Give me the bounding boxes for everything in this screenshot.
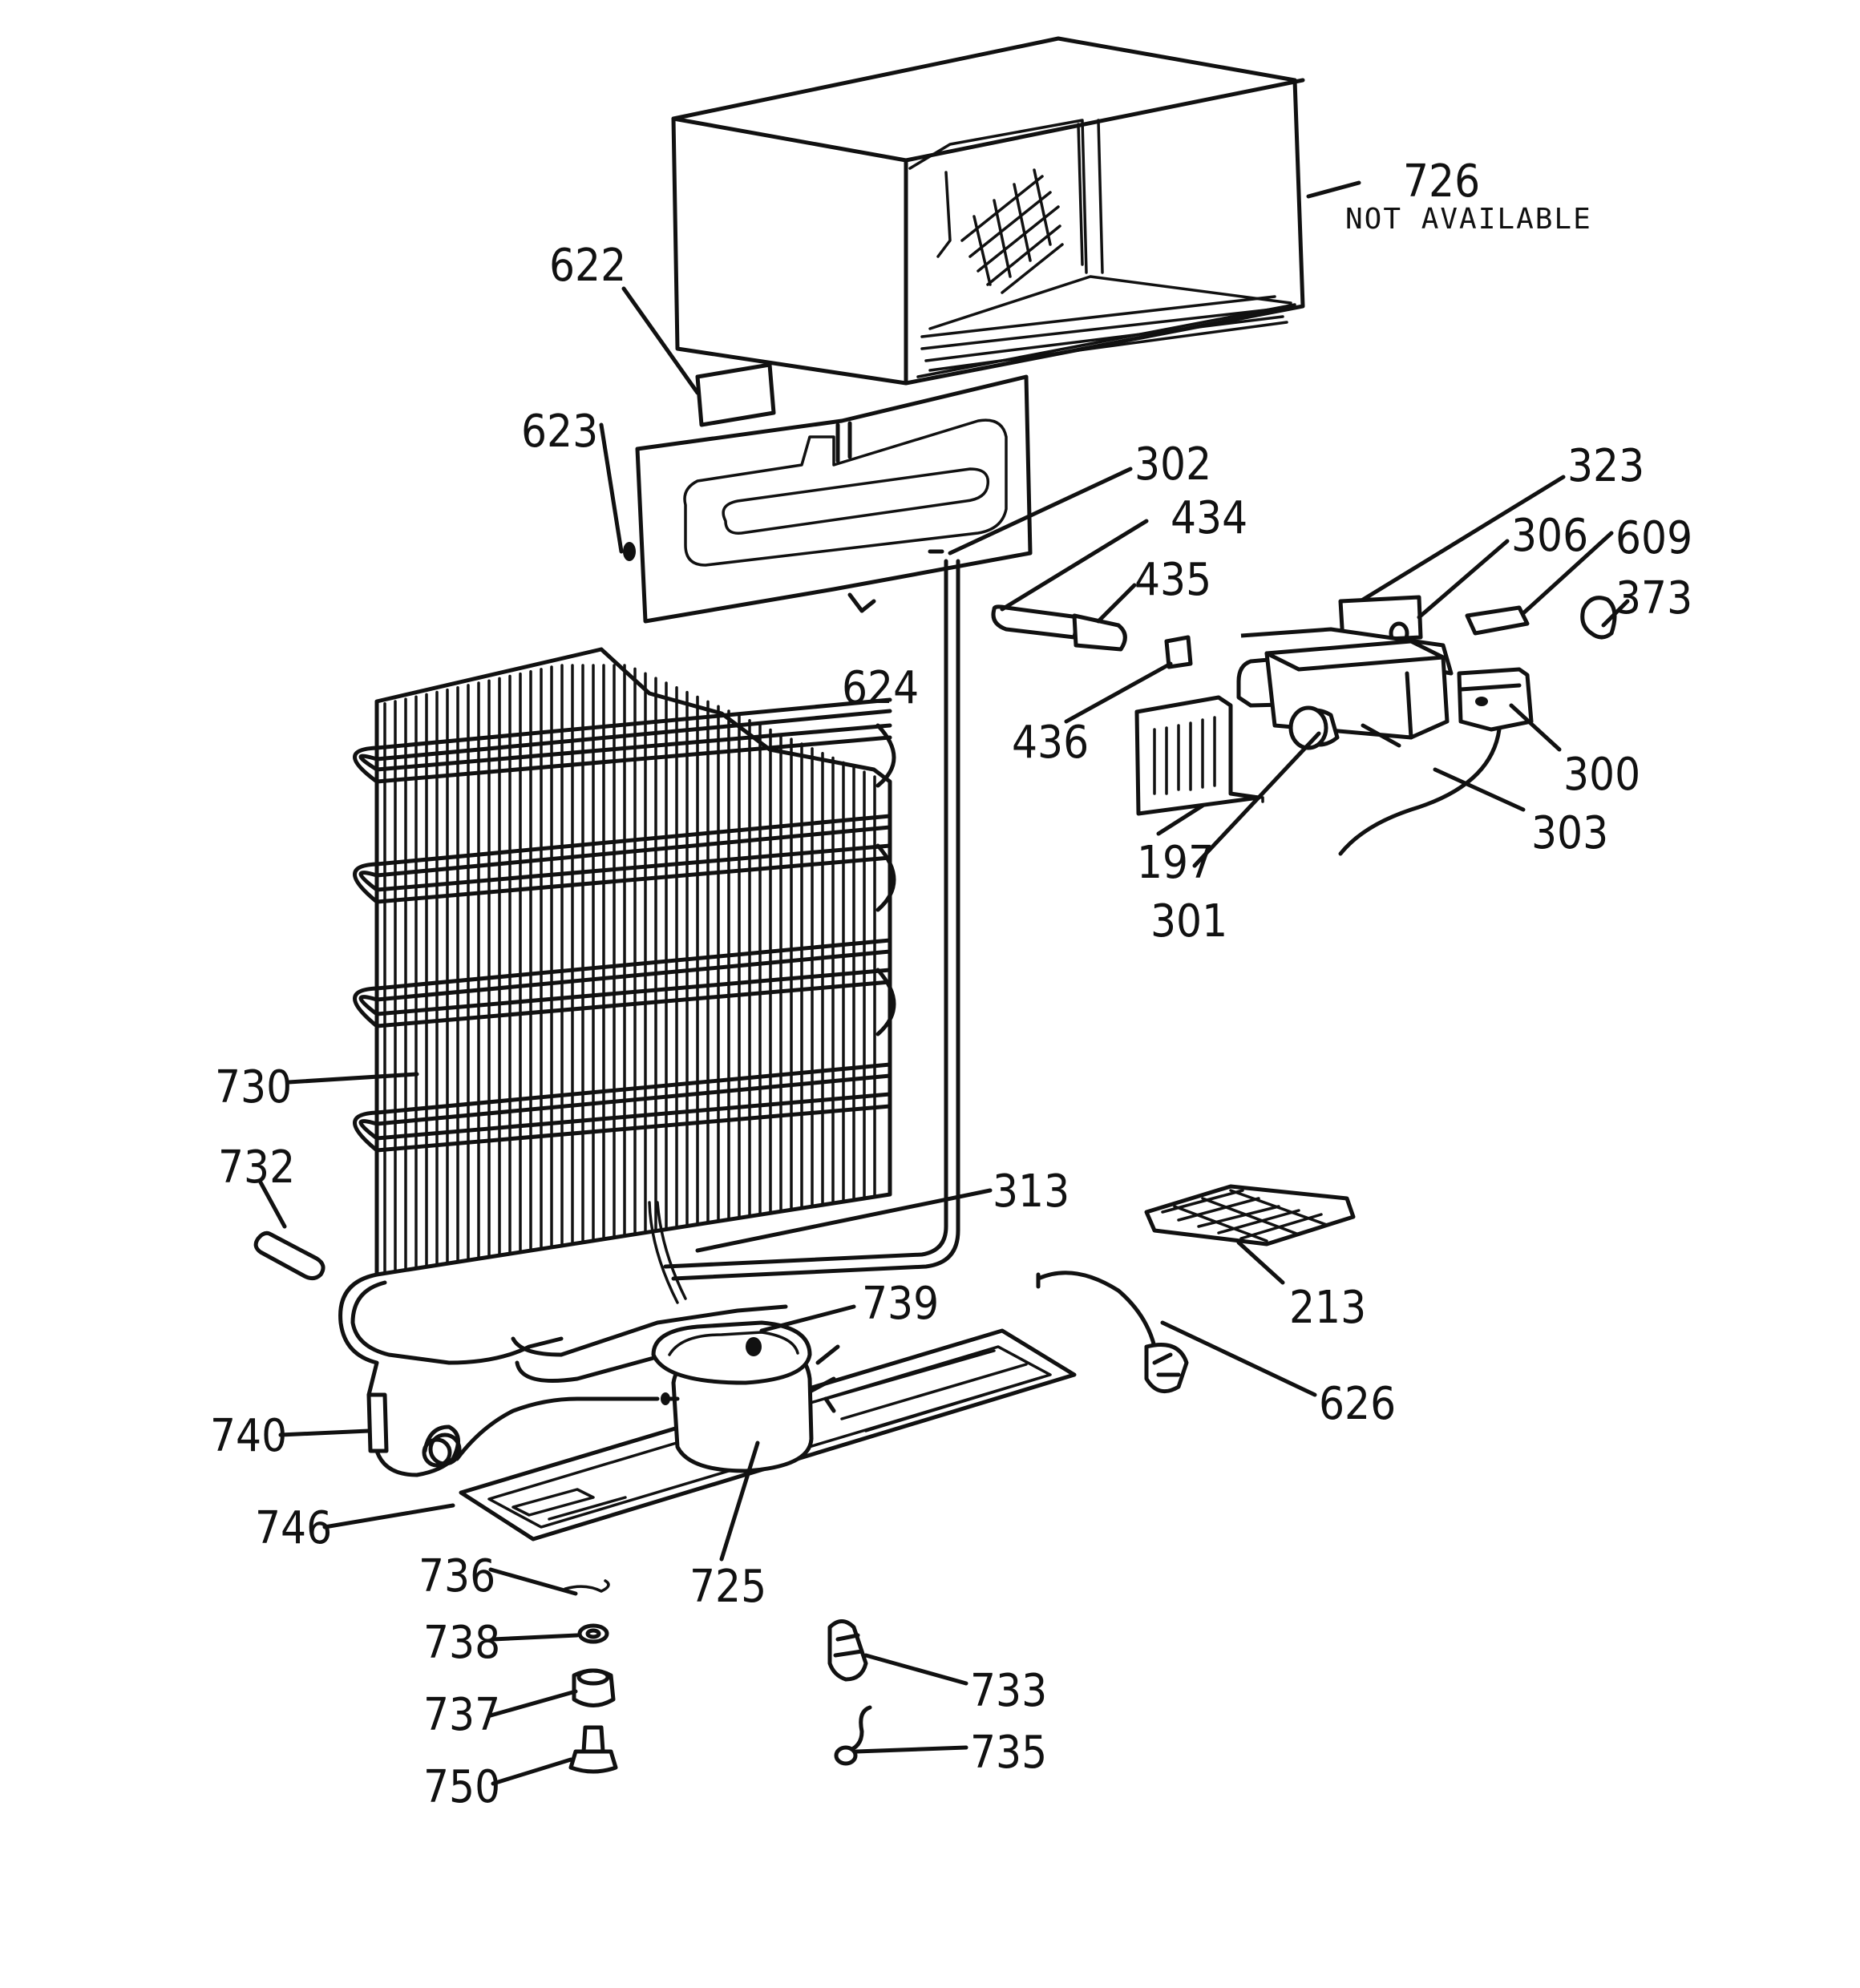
power-cord-drawing — [1036, 1271, 1189, 1394]
condenser-coil-bend — [875, 968, 896, 1036]
condenser-coil — [358, 825, 892, 892]
label-626: 626 — [1319, 1378, 1396, 1430]
label-624: 624 — [842, 662, 919, 714]
label-726: 726 — [1403, 156, 1480, 208]
label-373: 373 — [1615, 572, 1692, 624]
condenser-coil — [353, 697, 892, 784]
label-301: 301 — [1150, 895, 1227, 948]
label-609: 609 — [1615, 512, 1692, 564]
condenser-coil — [358, 949, 892, 1016]
condenser-coil — [353, 938, 892, 1028]
compressor-drawing — [651, 1320, 840, 1473]
label-730: 730 — [215, 1061, 292, 1113]
label-434: 434 — [1171, 492, 1247, 544]
label-733: 733 — [970, 1665, 1047, 1717]
label-750: 750 — [423, 1761, 500, 1813]
condenser-coil-bend — [875, 843, 896, 912]
leader-lines — [258, 180, 1630, 1786]
label-739: 739 — [862, 1278, 939, 1330]
label-213: 213 — [1289, 1282, 1366, 1334]
part-labels: 726 NOT AVAILABLE 622 623 624 302 434 43… — [210, 156, 1692, 1813]
label-738: 738 — [423, 1617, 500, 1669]
label-735: 735 — [970, 1727, 1047, 1779]
label-622: 622 — [549, 240, 626, 292]
label-300: 300 — [1563, 749, 1640, 801]
label-303: 303 — [1531, 807, 1608, 859]
label-732: 732 — [218, 1141, 295, 1194]
label-746: 746 — [255, 1502, 332, 1554]
label-323: 323 — [1567, 440, 1644, 492]
condenser-drawing — [338, 647, 896, 1397]
label-623: 623 — [521, 406, 598, 458]
ice-tray-drawing — [1144, 1184, 1356, 1247]
condenser-coil-bend — [875, 723, 896, 788]
evaporator-drawing — [623, 362, 1033, 624]
label-197: 197 — [1137, 837, 1214, 889]
condenser-coil — [358, 1073, 892, 1141]
label-306: 306 — [1511, 510, 1588, 562]
freezer-compartment-drawing — [671, 36, 1305, 386]
small-parts-drawing — [564, 1579, 872, 1774]
label-436: 436 — [1012, 717, 1089, 769]
label-725: 725 — [689, 1561, 766, 1613]
label-740: 740 — [210, 1410, 287, 1462]
condenser-coil — [358, 709, 892, 772]
label-313: 313 — [993, 1166, 1070, 1218]
return-tube-drawing — [648, 559, 960, 1304]
label-726-note: NOT AVAILABLE — [1345, 203, 1592, 236]
label-302: 302 — [1134, 438, 1211, 491]
label-736: 736 — [418, 1550, 495, 1602]
condenser-coil — [353, 1062, 892, 1153]
condenser-coil — [353, 814, 892, 904]
drier-filter-drawing — [366, 1392, 660, 1477]
label-737: 737 — [423, 1689, 500, 1741]
tube-732-drawing — [253, 1230, 326, 1281]
label-435: 435 — [1134, 554, 1211, 606]
thermostat-assembly-drawing — [991, 595, 1617, 856]
